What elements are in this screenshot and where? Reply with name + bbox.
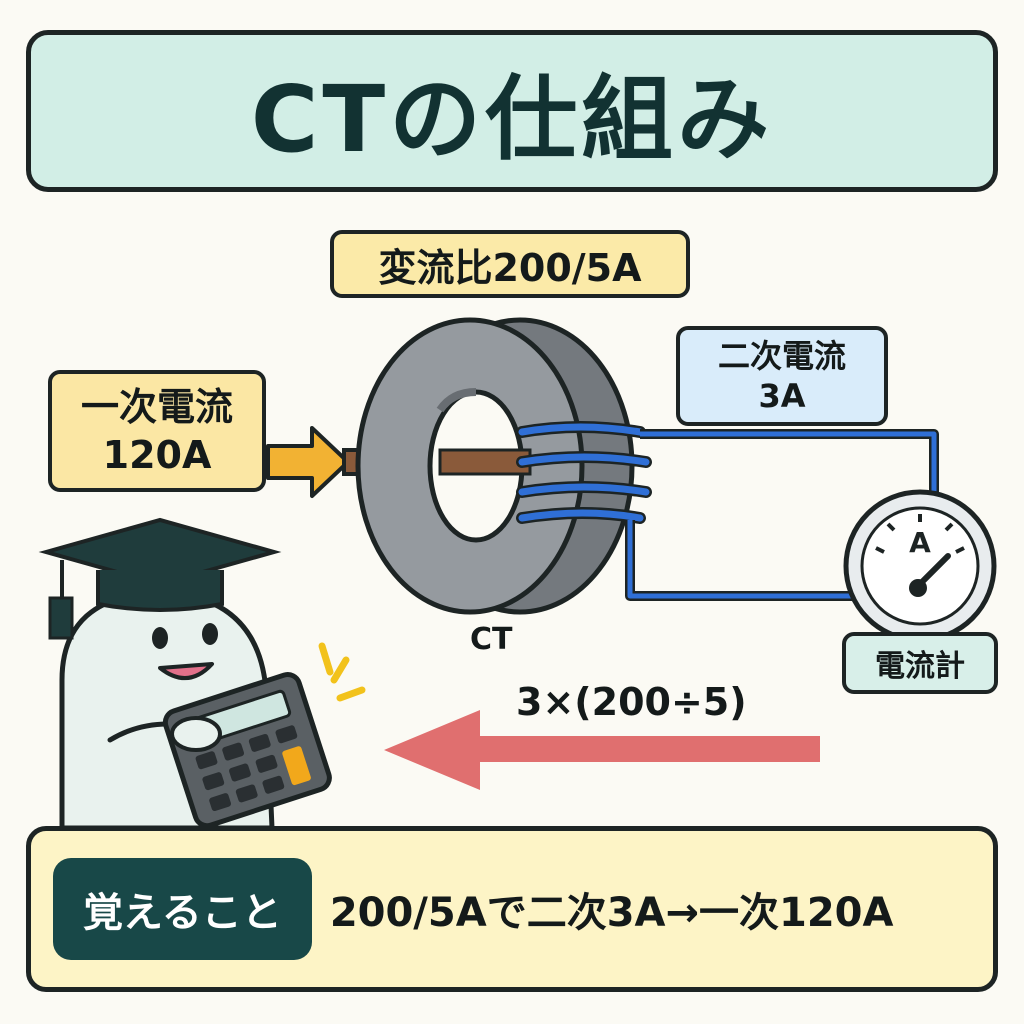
- meter-letter: A: [909, 526, 931, 559]
- secondary-wire: [625, 429, 939, 601]
- page-title: CTの仕組み: [250, 65, 774, 173]
- primary-current-label: 一次電流 120A: [48, 370, 266, 492]
- ratio-text: 変流比200/5A: [378, 245, 642, 290]
- arrow-left-icon: [384, 710, 820, 790]
- arrow-right-icon: [266, 426, 350, 498]
- mascot-hand: [170, 716, 222, 752]
- title-banner: CTの仕組み: [26, 30, 998, 192]
- memo-tag: 覚えること: [53, 858, 312, 960]
- memo-banner: 覚えること 200/5Aで二次3A→一次120A: [26, 826, 998, 992]
- sparkle-icon: [318, 642, 366, 702]
- secondary-coil-icon: [516, 421, 652, 524]
- ct-label: CT: [470, 622, 513, 657]
- secondary-current-value: 3A: [758, 377, 806, 415]
- primary-current-value: 120A: [102, 433, 212, 477]
- ct-core-icon: [355, 317, 635, 615]
- memo-text: 200/5Aで二次3A→一次120A: [329, 890, 894, 936]
- secondary-current-label: 二次電流 3A: [676, 326, 888, 426]
- primary-current-title: 一次電流: [80, 385, 233, 429]
- meter-label: 電流計: [842, 632, 998, 694]
- ammeter-icon: A: [843, 489, 997, 643]
- formula-text: 3×(200÷5): [516, 680, 747, 724]
- secondary-current-title: 二次電流: [717, 337, 846, 375]
- ratio-label: 変流比200/5A: [330, 230, 690, 298]
- meter-label-text: 電流計: [875, 649, 965, 684]
